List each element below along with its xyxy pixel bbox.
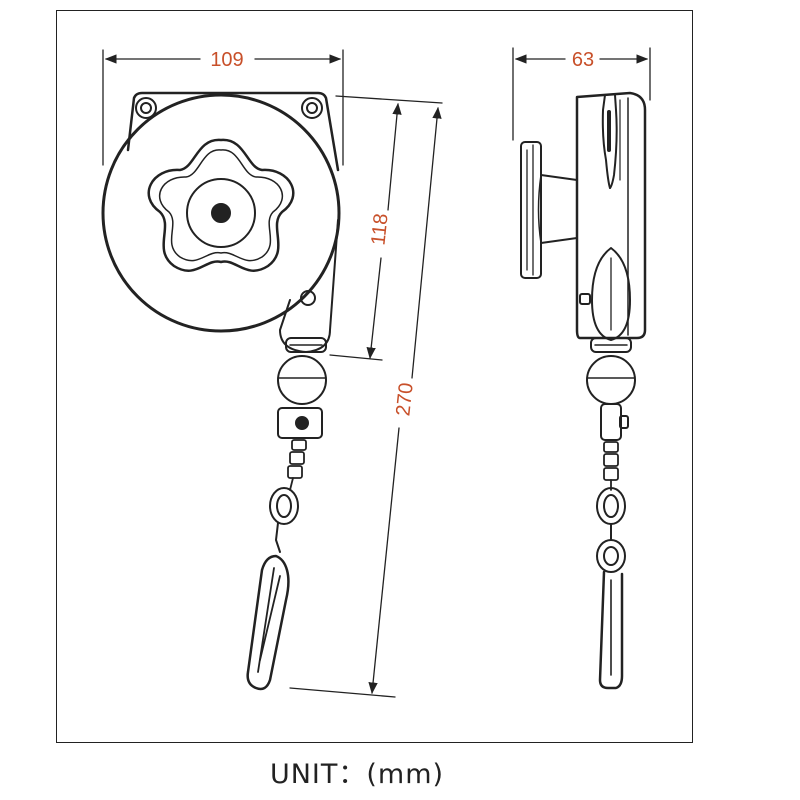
mounting-flange [126, 91, 340, 172]
stopper-ball [277, 355, 327, 405]
side-housing [575, 91, 647, 340]
cable-collar [285, 337, 327, 353]
side-mounting-plate [520, 141, 542, 279]
drum-body [101, 93, 341, 333]
cable-outlet-housing [279, 219, 339, 353]
side-swivel-chain [603, 441, 619, 491]
side-dimensions [512, 47, 651, 141]
front-view [101, 91, 341, 691]
side-clamp-block [600, 403, 622, 441]
swivel-ring [269, 487, 299, 525]
drawing-frame [56, 10, 693, 743]
mounting-hole-right [301, 97, 323, 119]
side-top-clip [601, 94, 611, 189]
dim-label-63: 63 [572, 49, 594, 71]
side-view [520, 91, 647, 690]
star-knob [147, 138, 295, 272]
side-stopper-ball [586, 355, 636, 405]
dim-label-109: 109 [210, 49, 243, 71]
knob-hub [186, 178, 256, 248]
mounting-hole-left [135, 97, 157, 119]
unit-label: UNIT：(mm) [269, 759, 445, 790]
clamp-block [277, 407, 323, 439]
cable-exit-eye [300, 290, 316, 306]
snap-hook [246, 554, 290, 691]
front-dimensions [102, 49, 443, 698]
side-collar [590, 337, 632, 353]
dim-label-270: 270 [392, 382, 417, 417]
swivel-chain [287, 439, 307, 491]
dim-label-118: 118 [367, 212, 392, 246]
side-snap-hook [598, 570, 624, 690]
side-cable-guide [591, 247, 631, 341]
side-swivel-ring [596, 487, 626, 525]
hub-screw [211, 203, 231, 223]
